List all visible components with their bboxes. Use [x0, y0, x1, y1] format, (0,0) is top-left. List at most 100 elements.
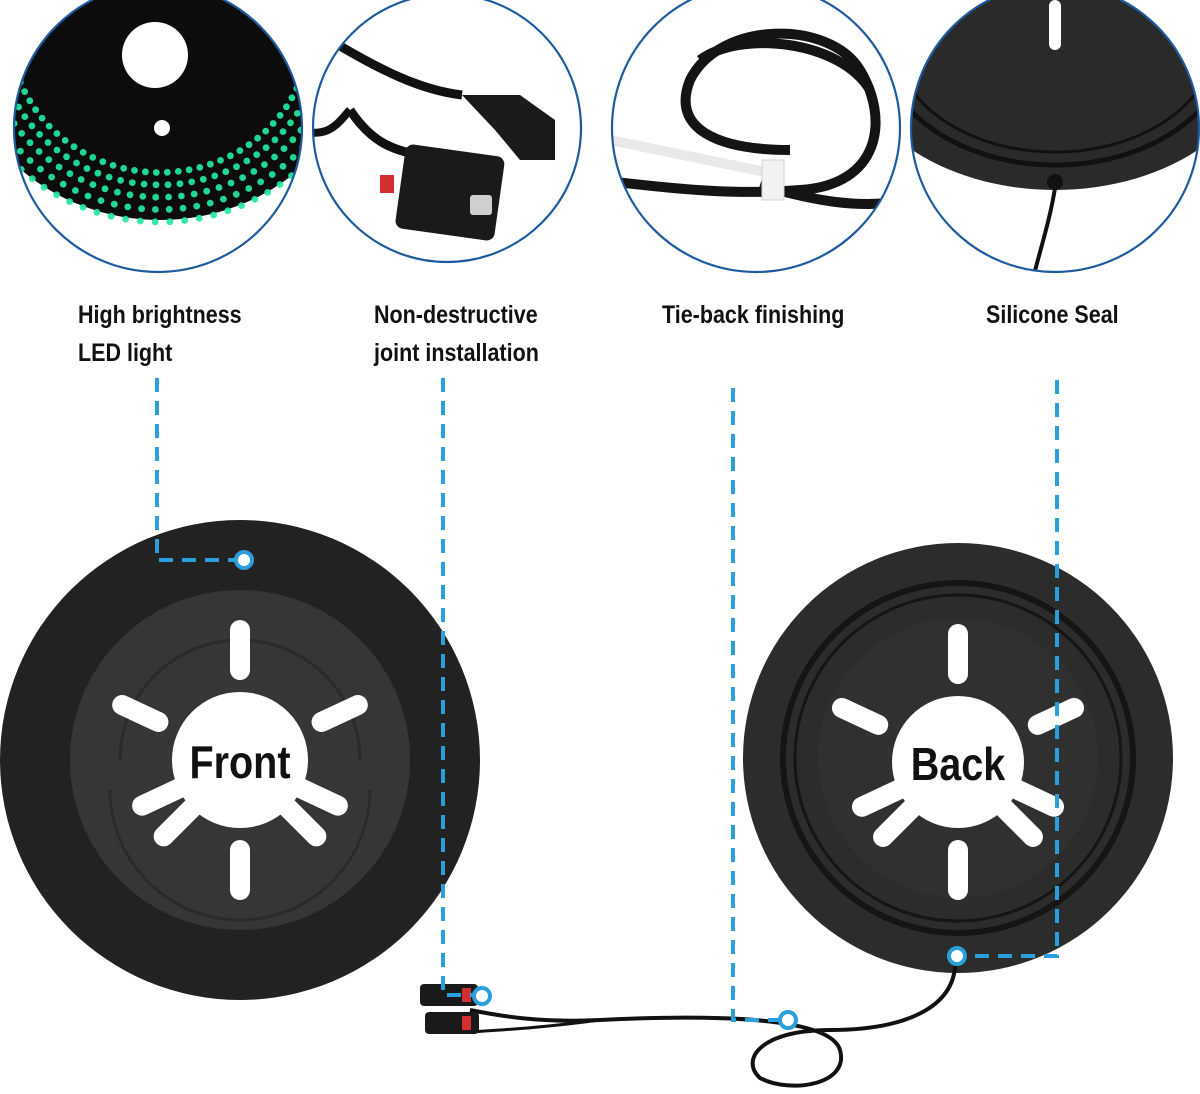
- led-dot: [264, 189, 271, 196]
- mounting-slot: [132, 778, 189, 816]
- led-dot: [45, 122, 53, 130]
- mount-hole-large: [122, 22, 188, 88]
- led-dot: [94, 169, 102, 177]
- led-dot: [40, 183, 48, 191]
- led-dot: [14, 48, 16, 56]
- led-dot: [14, 93, 17, 101]
- led-dot: [110, 200, 118, 208]
- led-dot: [210, 211, 218, 219]
- back-label: Back: [911, 739, 1006, 790]
- led-dot: [185, 166, 193, 174]
- zip-tie-icon: [612, 135, 782, 180]
- leader-lines: [155, 378, 1059, 1022]
- led-dot: [14, 68, 21, 76]
- wire-harness: [420, 954, 958, 1088]
- front-center-hole: [172, 692, 308, 828]
- leader-endpoint-dot: [472, 986, 492, 1006]
- led-dot: [0, 99, 5, 106]
- led-dot: [222, 168, 230, 176]
- led-dot: [105, 173, 113, 181]
- led-dot: [4, 110, 11, 117]
- mount-hole-small: [154, 120, 170, 136]
- callout-led-label: High brightness LED light: [78, 301, 242, 367]
- led-dot: [72, 187, 79, 194]
- led-dot: [101, 185, 109, 193]
- led-dot: [61, 137, 69, 144]
- led-dot: [66, 170, 74, 178]
- led-dot: [152, 181, 160, 189]
- back-disc: Back: [743, 543, 1173, 973]
- led-dot: [279, 128, 287, 136]
- led-dot: [79, 204, 87, 211]
- callout-tieback-circle: [610, 0, 902, 274]
- led-dot: [238, 202, 245, 210]
- led-dot: [63, 153, 70, 161]
- led-dot: [97, 197, 105, 205]
- led-dot: [14, 58, 18, 66]
- led-dot: [28, 175, 36, 183]
- callout-connector-circle: [311, 0, 583, 264]
- mounting-slot: [278, 798, 327, 847]
- front-slot-pattern: [112, 620, 368, 900]
- led-dot: [89, 181, 97, 189]
- mounting-slot: [831, 697, 889, 735]
- led-dot: [107, 212, 115, 220]
- led-dot: [45, 156, 53, 164]
- mounting-slot: [153, 798, 202, 847]
- led-dot: [48, 173, 55, 181]
- led-dot: [140, 180, 148, 188]
- led-dot: [151, 218, 159, 226]
- led-dot: [35, 148, 43, 155]
- led-dot: [0, 61, 5, 68]
- led-dot: [250, 168, 258, 175]
- led-dot: [178, 192, 185, 200]
- led-dot: [165, 205, 173, 213]
- mounting-slot: [291, 778, 348, 816]
- led-dot: [233, 163, 240, 171]
- mounting-slot: [948, 624, 968, 684]
- led-dot: [245, 141, 253, 149]
- led-dot: [152, 206, 159, 213]
- female-connector-icon: [395, 144, 505, 241]
- led-dot: [32, 106, 39, 114]
- callout-seal-circle: [909, 0, 1200, 274]
- led-dot: [206, 160, 214, 168]
- led-dot: [257, 178, 265, 186]
- led-dot: [199, 175, 207, 183]
- led-dot: [227, 179, 235, 187]
- male-connector-icon: [462, 95, 555, 160]
- mounting-slot: [230, 840, 250, 900]
- led-dot: [124, 203, 132, 211]
- mounting-slot: [311, 695, 368, 732]
- leader-endpoints: [234, 550, 967, 1030]
- led-dot: [271, 136, 279, 144]
- led-dot: [136, 217, 144, 225]
- led-dot: [114, 188, 121, 196]
- led-dot: [83, 165, 91, 172]
- led-dot: [26, 157, 34, 164]
- led-dot: [289, 136, 297, 144]
- led-dot: [310, 80, 317, 87]
- led-dot: [70, 143, 78, 151]
- led-dot: [93, 208, 101, 216]
- led-dot: [55, 163, 63, 171]
- led-dot: [261, 161, 268, 169]
- led-dot: [131, 167, 138, 174]
- led-dot: [21, 113, 29, 120]
- led-dot: [179, 204, 187, 212]
- led-dot: [298, 162, 302, 170]
- led-dot: [0, 50, 2, 57]
- mounting-slot: [1007, 779, 1065, 817]
- led-dot: [196, 164, 204, 171]
- led-dot: [26, 139, 34, 147]
- led-dot: [254, 134, 261, 142]
- led-dot: [287, 119, 294, 127]
- led-dot: [28, 122, 36, 130]
- led-dot: [163, 168, 171, 176]
- callout-seal-label: Silicone Seal: [986, 301, 1119, 329]
- led-dot: [262, 127, 270, 135]
- led-dot: [253, 151, 261, 159]
- mounting-slot: [873, 798, 922, 847]
- led-dot: [166, 218, 174, 226]
- led-dot: [120, 164, 128, 172]
